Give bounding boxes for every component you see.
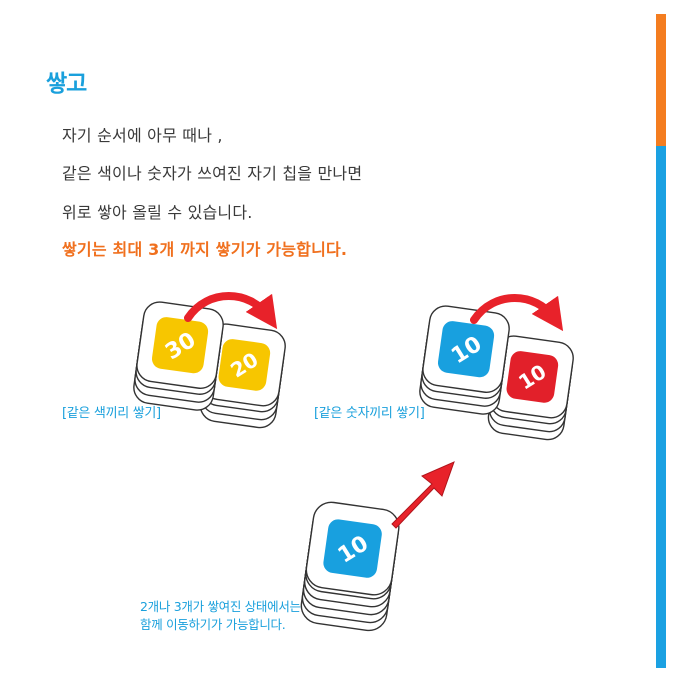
- section-heading: 쌓고: [46, 71, 87, 97]
- rule-line-1: 자기 순서에 아무 때나 ,: [62, 126, 223, 145]
- chip-face-blue: [323, 519, 382, 578]
- same-color-illustration: 20 30: [133, 292, 286, 429]
- move-arrow-icon: [184, 292, 278, 330]
- stack-move-illustration: 10: [300, 461, 455, 632]
- caption-same-number: [같은 숫자끼리 쌓기]: [314, 406, 425, 421]
- chip-stack-10-blue: 10: [419, 305, 510, 415]
- chip-stack-10-red: 10: [487, 335, 574, 441]
- rule-line-3: 위로 쌓아 올릴 수 있습니다.: [62, 203, 253, 222]
- rule-line-highlight: 쌓기는 최대 3개 까지 쌓기가 가능합니다.: [62, 240, 348, 259]
- chip-face-yellow: [151, 317, 209, 374]
- rule-line-2: 같은 색이나 숫자가 쓰여진 자기 칩을 만나면: [62, 164, 363, 183]
- chip-face-yellow: [218, 339, 271, 391]
- diagonal-arrow-icon: [391, 461, 455, 529]
- chip-stack-tall: 10: [300, 501, 400, 632]
- move-arrow-icon: [470, 294, 564, 332]
- side-accent-bar-blue: [656, 146, 666, 668]
- chip-face-blue: [437, 321, 495, 378]
- caption-stack-move-line2: 함께 이동하기가 가능합니다.: [140, 617, 286, 632]
- chip-stack-20: 20: [199, 323, 286, 429]
- caption-stack-move-line1: 2개나 3개가 쌓여진 상태에서는: [140, 599, 301, 614]
- chip-stack-30: 30: [133, 301, 224, 411]
- side-accent-bar-orange: [656, 14, 666, 146]
- caption-same-color: [같은 색끼리 쌓기]: [62, 406, 161, 421]
- chip-face-red: [506, 351, 559, 403]
- same-number-illustration: 10 10: [419, 294, 574, 441]
